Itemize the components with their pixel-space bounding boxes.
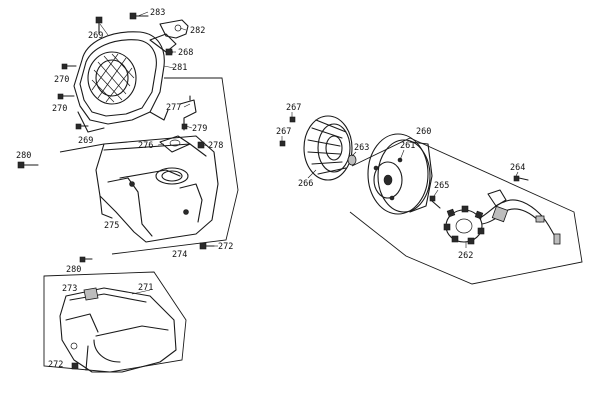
cooling-fan-266: [303, 115, 353, 181]
callout-261: 261: [400, 141, 415, 151]
callout-283: 283: [150, 8, 165, 18]
bracket-277: [179, 95, 197, 131]
screw-270-lower: [57, 93, 75, 100]
callout-272-bottom: 272: [48, 360, 63, 370]
callout-280-left: 280: [16, 151, 31, 161]
callout-276: 276: [138, 141, 153, 151]
callout-281: 281: [172, 63, 187, 73]
screw-264: [513, 175, 529, 182]
bolt-268: [165, 48, 173, 56]
callout-265: 265: [434, 181, 449, 191]
nut-263: [347, 154, 357, 166]
fan-cover-grille: [91, 53, 135, 103]
callout-260: 260: [416, 127, 431, 137]
bolt-267-upper: [289, 116, 296, 123]
callout-282: 282: [190, 26, 205, 36]
callout-279: 279: [192, 124, 207, 134]
callout-275: 275: [104, 221, 119, 231]
bolt-267-lower: [279, 140, 286, 147]
bottom-cover-frame: [43, 271, 187, 373]
callout-labels: 283 282 269 268 281 270 270 269 277 279 …: [16, 8, 525, 370]
bottom-cover-271: [59, 287, 177, 373]
pickup-coil: [487, 189, 507, 207]
callout-268: 268: [178, 48, 193, 58]
callout-266: 266: [298, 179, 313, 189]
callout-267-upper: 267: [286, 103, 301, 113]
screw-270-upper: [61, 63, 77, 70]
bolt-272-right: [199, 242, 215, 250]
magneto-group-frame: [349, 137, 583, 285]
plate-276: [159, 135, 191, 153]
callout-278: 278: [208, 141, 223, 151]
lower-shroud-275: [95, 135, 219, 243]
callout-271: 271: [138, 283, 153, 293]
leader-lines: [99, 11, 519, 295]
callout-269-top: 269: [88, 31, 103, 41]
callout-270-lower: 270: [52, 104, 67, 114]
bolt-283: [129, 12, 149, 20]
callout-264: 264: [510, 163, 525, 173]
shroud-group-frame: [59, 77, 239, 255]
callout-269-lower: 269: [78, 136, 93, 146]
callout-270-upper: 270: [54, 75, 69, 85]
bolt-265: [429, 195, 441, 209]
fan-cover-shroud: [73, 31, 177, 133]
callout-277: 277: [166, 103, 181, 113]
flywheel-261: [367, 133, 433, 215]
callout-262: 262: [458, 251, 473, 261]
nut-279: [181, 123, 188, 130]
callout-272-right: 272: [218, 242, 233, 252]
callout-280-lower: 280: [66, 265, 81, 275]
callout-274: 274: [172, 250, 187, 260]
bracket-282: [159, 19, 189, 39]
screw-280-lower: [79, 256, 93, 263]
bolt-278: [197, 141, 205, 149]
wire-harness: [491, 199, 561, 245]
screw-280-left: [17, 161, 39, 169]
bolt-272-bottom: [71, 362, 79, 370]
callout-263: 263: [354, 143, 369, 153]
callout-267-lower: 267: [276, 127, 291, 137]
clip-273: [83, 287, 99, 301]
stator-coils: [443, 205, 485, 245]
callout-273: 273: [62, 284, 77, 294]
bolt-269-lower: [75, 123, 89, 130]
bolt-269-top: [95, 16, 103, 35]
